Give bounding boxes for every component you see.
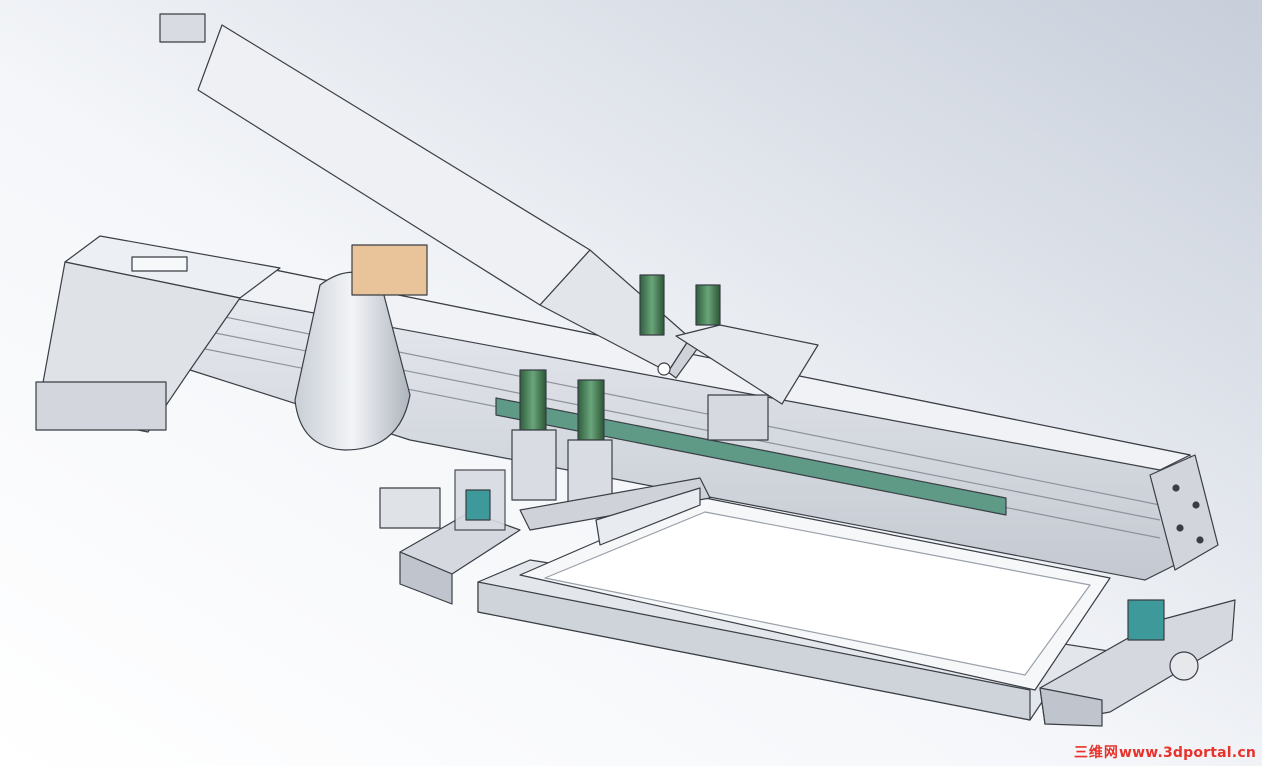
drive-cam-body: [294, 244, 428, 451]
right-lift-unit: [1039, 599, 1236, 727]
watermark: 三维网www.3dportal.cn: [1074, 743, 1256, 763]
left-end-housing: [35, 235, 281, 433]
watermark-cn: 三维网: [1073, 745, 1119, 761]
left-lift-unit: [379, 469, 521, 605]
watermark-url: www.3dportal.cn: [1118, 745, 1256, 761]
measuring-scale: [495, 397, 1007, 516]
squeegee-blade: [519, 477, 711, 546]
squeegee-arm: [159, 13, 701, 379]
carriage-sled: [675, 324, 819, 441]
pneumatic-cylinders: [511, 274, 721, 511]
screen-frame: [477, 496, 1116, 721]
